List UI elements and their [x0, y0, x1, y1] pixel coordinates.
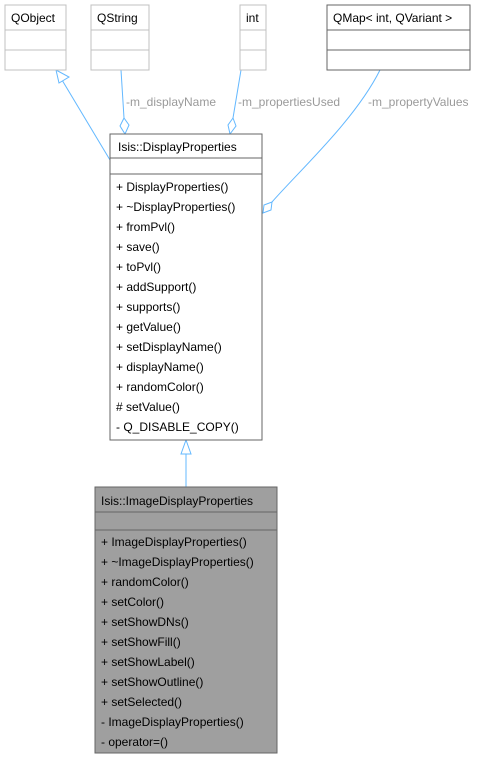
member-list-display-properties: + DisplayProperties() + ~DisplayPropertie… [116, 180, 239, 434]
class-title-display-properties: Isis::DisplayProperties [118, 140, 237, 154]
class-member[interactable]: # setValue() [116, 400, 180, 414]
class-member[interactable]: + setColor() [101, 595, 164, 609]
class-member[interactable]: - Q_DISABLE_COPY() [116, 420, 239, 434]
class-member[interactable]: - ImageDisplayProperties() [101, 715, 244, 729]
inheritance-arrow-icon [180, 438, 192, 455]
class-member[interactable]: + setSelected() [101, 695, 182, 709]
class-title-qstring: QString [97, 11, 138, 25]
class-box-qmap[interactable]: QMap< int, QVariant > [326, 4, 471, 71]
class-member[interactable]: + setDisplayName() [116, 340, 222, 354]
edge-qmap-composition [262, 69, 381, 214]
class-member[interactable]: + supports() [116, 300, 180, 314]
composition-diamond-icon [262, 201, 273, 214]
class-member[interactable]: + setShowDNs() [101, 615, 189, 629]
class-member[interactable]: + setShowLabel() [101, 655, 195, 669]
class-box-qstring[interactable]: QString [90, 4, 150, 71]
class-member[interactable]: + setShowOutline() [101, 675, 203, 689]
class-box-display-properties[interactable]: Isis::DisplayProperties + DisplayPropert… [109, 133, 263, 441]
class-member[interactable]: + toPvl() [116, 260, 161, 274]
class-member[interactable]: + randomColor() [116, 380, 204, 394]
class-member[interactable]: + save() [116, 240, 160, 254]
class-title-qmap: QMap< int, QVariant > [333, 11, 452, 25]
class-member[interactable]: + getValue() [116, 320, 181, 334]
class-member[interactable]: + randomColor() [101, 575, 189, 589]
edge-label-display-name: -m_displayName [126, 95, 216, 109]
class-box-qobject[interactable]: QObject [4, 4, 67, 71]
edge-qobject-inheritance [55, 69, 111, 161]
class-member[interactable]: + addSupport() [116, 280, 196, 294]
edge-qstring-composition [119, 69, 130, 136]
class-title-qobject: QObject [11, 11, 56, 25]
inheritance-arrow-icon [55, 69, 71, 84]
class-member[interactable]: + ~DisplayProperties() [116, 200, 235, 214]
class-member[interactable]: + ~ImageDisplayProperties() [101, 555, 254, 569]
class-member[interactable]: + DisplayProperties() [116, 180, 228, 194]
member-list-image-display-properties: + ImageDisplayProperties() + ~ImageDispla… [101, 535, 254, 749]
edge-label-properties-used: -m_propertiesUsed [238, 95, 340, 109]
composition-diamond-icon [227, 116, 237, 136]
class-title-image-display-properties: Isis::ImageDisplayProperties [101, 494, 253, 508]
class-box-int[interactable]: int [239, 4, 267, 71]
class-member[interactable]: + setShowFill() [101, 635, 181, 649]
class-member[interactable]: + displayName() [116, 360, 204, 374]
edge-label-property-values: -m_propertyValues [368, 95, 469, 109]
class-member[interactable]: - operator=() [101, 735, 168, 749]
composition-diamond-icon [119, 117, 130, 136]
class-member[interactable]: + ImageDisplayProperties() [101, 535, 247, 549]
edge-display-properties-inheritance [180, 438, 192, 487]
class-box-image-display-properties[interactable]: Isis::ImageDisplayProperties + ImageDisp… [94, 486, 278, 754]
class-title-int: int [246, 11, 259, 25]
class-member[interactable]: + fromPvl() [116, 220, 175, 234]
